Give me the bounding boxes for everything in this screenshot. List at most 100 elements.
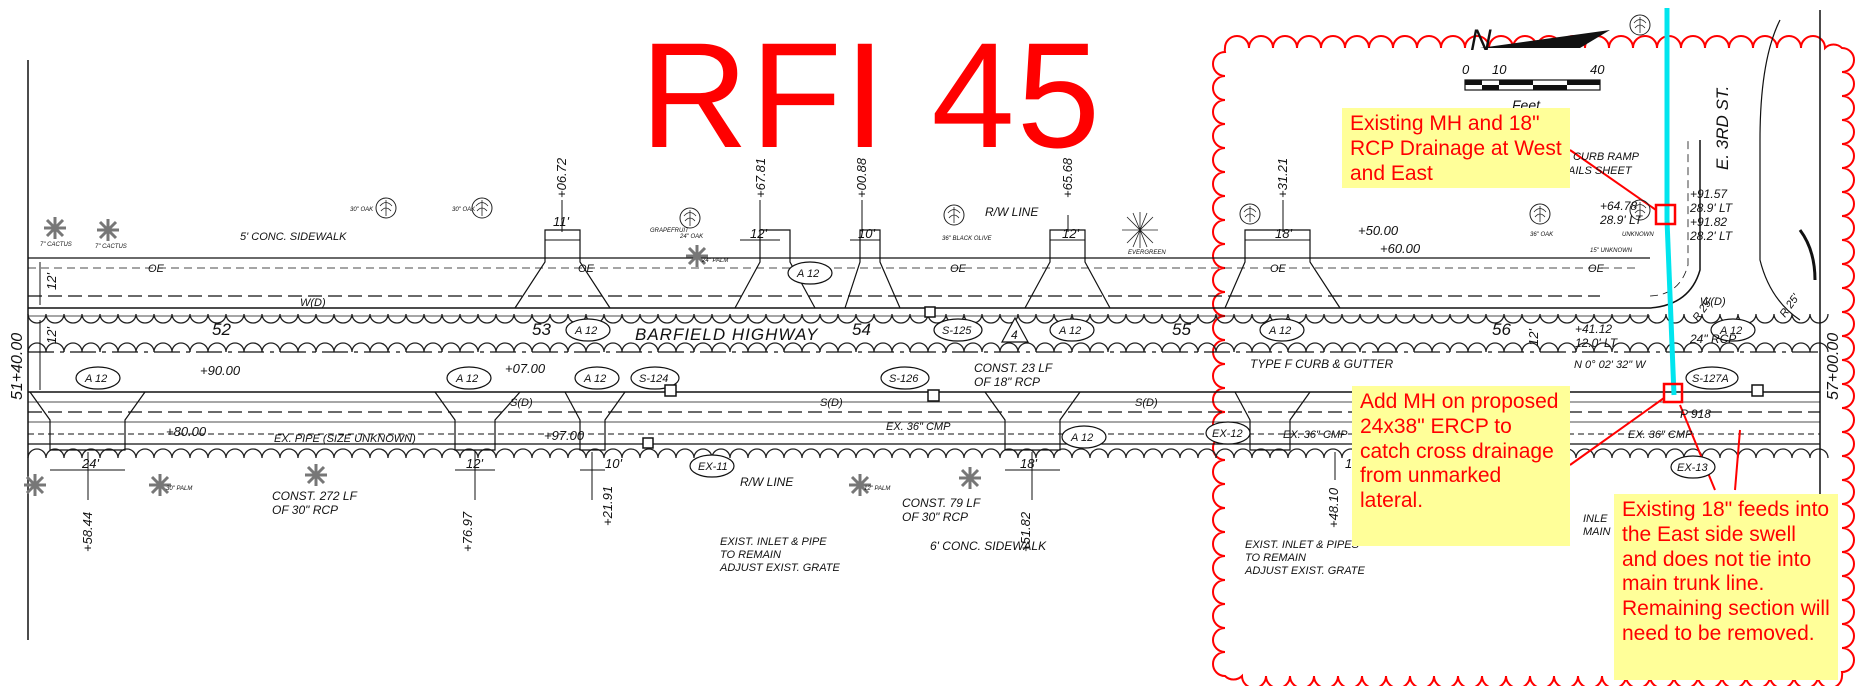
offset-right-2: 28.9' LT <box>1599 213 1644 227</box>
note-existing-18: Existing 18" feeds into the East side sw… <box>1614 494 1838 680</box>
tag-8: A 12 <box>1070 432 1093 444</box>
label-main: MAIN <box>1583 526 1611 538</box>
tree-label-4: 30" OAK <box>452 207 476 213</box>
util-7: W(D) <box>1700 296 1726 308</box>
label-inlet-1-c: ADJUST EXIST. GRATE <box>719 562 840 574</box>
dim-1: 11' <box>553 214 569 229</box>
tag-9: A 12 <box>1719 325 1742 337</box>
tag-16: EX-13 <box>1677 462 1708 474</box>
offset-right-7: +41.12 <box>1575 322 1612 336</box>
label-const-23-b: OF 18" RCP <box>974 375 1040 389</box>
util-4: OE <box>1270 263 1287 275</box>
offset-right-8: 12.0' LT <box>1575 336 1619 350</box>
station-53: 53 <box>532 320 551 339</box>
label-rcp-24: 24" RCP <box>1689 332 1736 346</box>
label-p918: P 918 <box>1680 407 1711 421</box>
tree-label-6: EVERGREEN <box>1128 250 1166 256</box>
offset-right-5: +91.82 <box>1690 215 1727 229</box>
revision-cloud-right <box>1212 35 1855 686</box>
util-5: OE <box>1588 263 1605 275</box>
scale-bar <box>1464 30 1610 91</box>
north-arrow-letter: N <box>1470 24 1492 57</box>
dim-9: 18' <box>1020 456 1037 471</box>
label-ex-cmp-2: EX. 36" CMP <box>1283 429 1348 441</box>
offset-bottom-4: +51.82 <box>1018 511 1033 552</box>
tag-17: 4 <box>1011 328 1018 342</box>
util-9: S(D) <box>820 397 843 409</box>
station-52: 52 <box>212 320 231 339</box>
tree-label-10: 30" PALM <box>166 486 192 492</box>
offset-misc-1: +90.00 <box>200 363 241 378</box>
note-existing-mh: Existing MH and 18" RCP Drainage at West… <box>1342 108 1570 188</box>
util-1: OE <box>148 263 165 275</box>
offset-misc-6: +60.00 <box>1380 241 1421 256</box>
tag-ovals <box>75 261 1756 479</box>
structure-boxes <box>642 306 1764 449</box>
cross-street: E. 3RD ST. <box>1713 86 1732 170</box>
drawing-text: 0 10 40 Feet N BARFIELD HIGHWAY E. 3RD S… <box>9 24 1842 577</box>
dim-5: 18' <box>1275 226 1292 241</box>
tag-2: A 12 <box>574 325 597 337</box>
offset-top-3: +00.88 <box>854 157 869 198</box>
util-2: OE <box>578 263 595 275</box>
offset-misc-4: +97.00 <box>544 428 585 443</box>
label-const-79: CONST. 79 LF <box>902 496 981 510</box>
offset-right-6: 28.2' LT <box>1689 229 1734 243</box>
curb-gutter-label: TYPE F CURB & GUTTER <box>1250 357 1393 371</box>
station-55: 55 <box>1172 320 1191 339</box>
dim-7: 12' <box>466 456 483 471</box>
station-edge-left: 51+40.00 <box>9 333 26 400</box>
tree-label-8: GRAPEFRUIT <box>650 228 690 234</box>
proposed-pipe-cyan-diag <box>1664 219 1677 396</box>
label-ex-cmp-1: EX. 36" CMP <box>886 421 951 433</box>
station-56: 56 <box>1492 320 1511 339</box>
offset-leaders <box>87 200 1336 500</box>
station-54: 54 <box>852 320 871 339</box>
tree-label-3: 30" OAK <box>350 207 374 213</box>
dim-6: 24' <box>81 456 99 471</box>
label-inlet-2-b: TO REMAIN <box>1245 552 1306 564</box>
scale-tick-40: 40 <box>1590 62 1605 77</box>
offset-right-4: 28.9' LT <box>1689 201 1734 215</box>
label-const-23: CONST. 23 LF <box>974 361 1053 375</box>
tag-4: A 12 <box>1268 325 1291 337</box>
tree-label-9: 24" PALM <box>701 258 728 264</box>
offset-top-2: +67.81 <box>753 158 768 198</box>
util-8: S(D) <box>510 397 533 409</box>
util-6: W(D) <box>300 297 326 309</box>
label-details-sheet: AILS SHEET <box>1567 165 1633 177</box>
util-10: S(D) <box>1135 397 1158 409</box>
tag-6: A 12 <box>455 373 478 385</box>
offset-top-5: +31.21 <box>1275 158 1290 198</box>
scale-tick-0: 0 <box>1462 62 1470 77</box>
offset-bottom-3: +21.91 <box>600 486 615 526</box>
revision-triangle <box>1000 316 1030 343</box>
dim-2: 12' <box>750 226 767 241</box>
dim-8: 10' <box>605 456 622 471</box>
label-const-272-b: OF 30" RCP <box>272 503 338 517</box>
label-r25-b: R 25' <box>1778 291 1803 319</box>
label-sidewalk-6: 6' CONC. SIDEWALK <box>930 539 1047 553</box>
note-add-mh: Add MH on proposed 24x38" ERCP to catch … <box>1352 386 1570 546</box>
scale-tick-10: 10 <box>1492 62 1507 77</box>
offset-bottom-5: +48.10 <box>1326 487 1341 528</box>
dim-3: 10' <box>858 226 875 241</box>
offset-right-1: +64.78 <box>1600 199 1637 213</box>
tree-label-1: 7" CACTUS <box>40 242 72 248</box>
proposed-mh-marker <box>1662 382 1684 404</box>
label-const-272: CONST. 272 LF <box>272 489 358 503</box>
label-inle: INLE <box>1583 513 1608 525</box>
tag-5: A 12 <box>84 373 107 385</box>
tag-7: A 12 <box>583 373 606 385</box>
label-ex-pipe: EX. PIPE (SIZE UNKNOWN) <box>274 433 416 445</box>
dim-4: 12' <box>1062 226 1079 241</box>
dimension-lines <box>39 239 1310 471</box>
rfi-title: RFI 45 <box>640 11 1103 179</box>
tree-label-11: 12" PALM <box>864 486 890 492</box>
offset-misc-3: +07.00 <box>505 361 546 376</box>
label-inlet-1-a: EXIST. INLET & PIPE <box>720 536 827 548</box>
label-inlet-2-a: EXIST. INLET & PIPES <box>1245 539 1360 551</box>
label-const-79-b: OF 30" RCP <box>902 510 968 524</box>
label-bearing: N 0° 02' 32" W <box>1574 359 1647 371</box>
label-sidewalk-5: 5' CONC. SIDEWALK <box>240 231 347 243</box>
